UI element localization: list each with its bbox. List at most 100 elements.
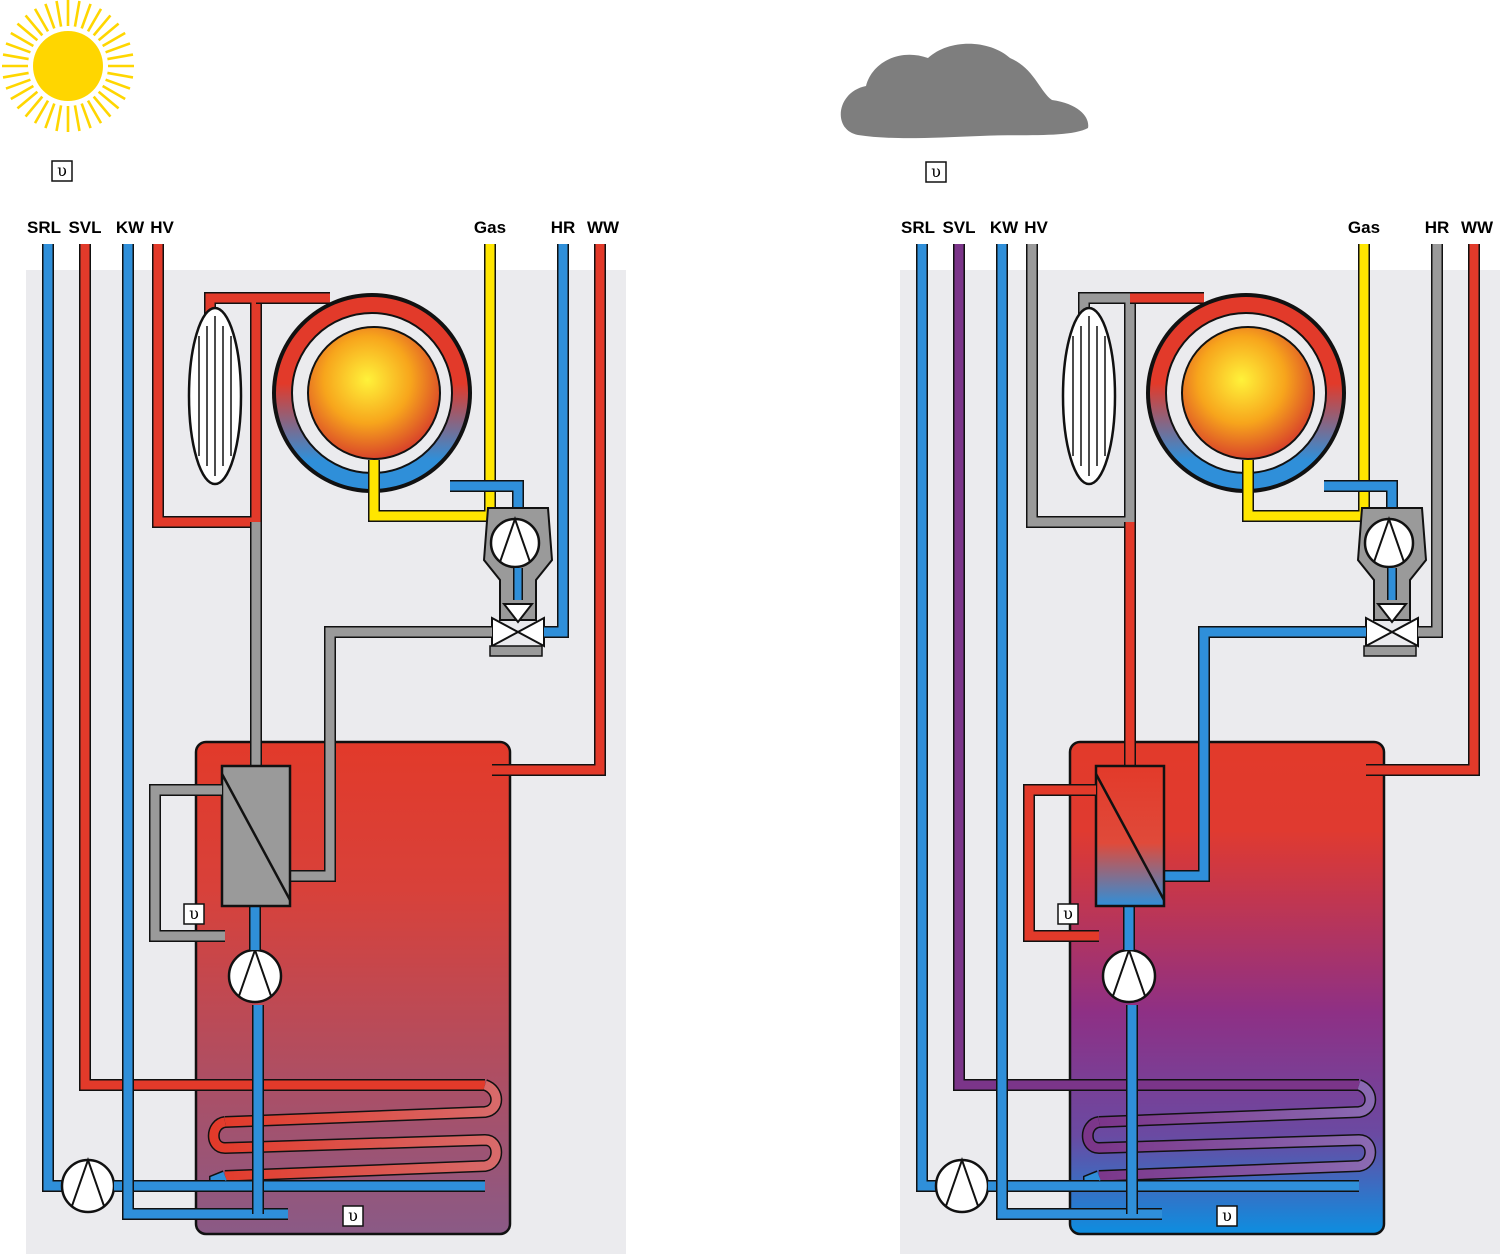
temperature-sensor-icon: υ [51, 160, 73, 182]
sensor-box [183, 903, 205, 925]
pump-body [60, 1158, 116, 1214]
pipe-hv [1027, 244, 1135, 527]
pump-body [227, 948, 283, 1004]
temperature-sensor-icon: υ [183, 903, 205, 925]
sensor-box [1216, 1205, 1238, 1227]
sun-ray [73, 105, 81, 132]
solar-coil [224, 1080, 501, 1127]
pipe-bypass [1164, 627, 1366, 881]
pump-body [934, 1158, 990, 1214]
solar-pump-icon [934, 1156, 990, 1214]
burner-flame-icon [307, 326, 441, 460]
sun-ray [86, 8, 103, 33]
pipe-gas [1243, 244, 1369, 521]
sun-disc [33, 31, 103, 101]
valve-base [489, 645, 543, 657]
sun-ray [10, 84, 35, 101]
pump-triangle [70, 1156, 106, 1207]
sensor-symbol: υ [1063, 904, 1073, 923]
sun-ray [105, 78, 131, 90]
pipe-gas [369, 244, 495, 521]
label-ww: WW [1461, 218, 1494, 237]
pump-body [1101, 948, 1157, 1004]
valve-top [1375, 603, 1409, 624]
sun-ray [5, 42, 31, 54]
solar-coil [1083, 1117, 1375, 1181]
temperature-sensor-icon: υ [1057, 903, 1079, 925]
sensor-box [342, 1205, 364, 1227]
sun-ray [92, 95, 112, 118]
sun-ray [105, 42, 131, 54]
sun-ray [97, 90, 120, 110]
sun-ray [107, 53, 134, 61]
sensor-box [1057, 903, 1079, 925]
hx-diagonal [220, 773, 292, 901]
sun-ray [2, 53, 29, 61]
pipe-bypass [290, 627, 492, 881]
sun-ray [16, 22, 39, 42]
pipe-hx-loop [150, 785, 225, 941]
label-gas: Gas [1348, 218, 1380, 237]
pipe-ww [492, 244, 605, 775]
sensor-symbol: υ [57, 161, 67, 180]
pipe-kw [997, 244, 1162, 1219]
solar-coil [1098, 1080, 1375, 1127]
sun-ray [92, 14, 112, 37]
pipe-hx-loop [1024, 785, 1099, 941]
solar-pump-icon [60, 1156, 116, 1214]
pipe-hr [1418, 244, 1442, 637]
label-gas: Gas [474, 218, 506, 237]
pipe-hv [153, 244, 261, 527]
pump-body [1363, 517, 1415, 569]
pump-body [489, 517, 541, 569]
sun-ray [33, 99, 50, 124]
pipe-srl [43, 244, 62, 1191]
label-kw: KW [116, 218, 145, 237]
sun-ray [101, 84, 126, 101]
sun-ray [10, 31, 35, 48]
sun-ray [24, 14, 44, 37]
pump-valve-assembly [482, 507, 554, 657]
sun-ray [107, 71, 134, 79]
sun-ray [5, 78, 31, 90]
label-svl: SVL [942, 218, 975, 237]
pipe-hr [544, 244, 568, 637]
pump-triangle [499, 515, 531, 563]
label-kw: KW [990, 218, 1019, 237]
sun-ray [2, 71, 29, 79]
sun-ray [97, 22, 120, 42]
sun-ray [101, 31, 126, 48]
label-hv: HV [1024, 218, 1048, 237]
burner-flame-icon [1181, 326, 1315, 460]
temperature-sensor-icon: υ [342, 1205, 364, 1227]
sensor-box [51, 160, 73, 182]
sun-ray [86, 99, 103, 124]
pipe-svl [80, 244, 485, 1090]
sun-ray [24, 95, 44, 118]
label-srl: SRL [27, 218, 61, 237]
sensor-symbol: υ [1222, 1206, 1232, 1225]
valve-base [1363, 645, 1417, 657]
boiler-pump-icon [1363, 515, 1415, 569]
sensor-box [925, 161, 947, 183]
label-svl: SVL [68, 218, 101, 237]
pipe-ww [1366, 244, 1479, 775]
pump-valve-assembly [1356, 507, 1428, 657]
temperature-sensor-icon: υ [925, 161, 947, 183]
sensor-symbol: υ [348, 1206, 358, 1225]
label-srl: SRL [901, 218, 935, 237]
sun-icon [2, 0, 134, 132]
pump-triangle [1373, 515, 1405, 563]
cloud-icon [840, 43, 1089, 139]
boiler-pump-icon [489, 515, 541, 569]
temperature-sensor-icon: υ [1216, 1205, 1238, 1227]
sun-ray [80, 3, 92, 29]
pipe-kw [123, 244, 288, 1219]
label-hr: HR [1425, 218, 1450, 237]
sun-ray [44, 103, 56, 129]
label-hr: HR [551, 218, 576, 237]
pipe-srl [917, 244, 936, 1191]
pump-triangle [944, 1156, 980, 1207]
